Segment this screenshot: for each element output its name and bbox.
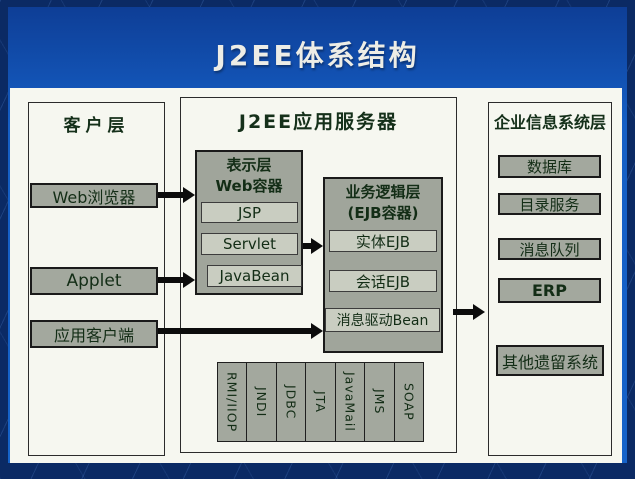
api-box-soap: SOAP bbox=[393, 362, 424, 442]
api-services-row: RMI/IIOP JNDI JDBC JTA JavaMail JMS SOAP bbox=[217, 362, 424, 442]
box-servlet: Servlet bbox=[201, 233, 298, 255]
web-container-title-line2: Web容器 bbox=[215, 177, 283, 195]
api-box-rmi-iiop: RMI/IIOP bbox=[217, 362, 248, 442]
box-applet: Applet bbox=[30, 267, 158, 295]
box-erp: ERP bbox=[498, 278, 601, 303]
box-web-browser: Web浏览器 bbox=[30, 183, 158, 208]
ejb-container-title-line2: (EJB容器) bbox=[347, 204, 419, 222]
api-box-jms: JMS bbox=[364, 362, 395, 442]
box-directory-service: 目录服务 bbox=[498, 193, 601, 215]
slide-title: J2EE体系结构 bbox=[215, 39, 420, 72]
box-javabean: JavaBean bbox=[207, 265, 302, 287]
box-message-queue: 消息队列 bbox=[498, 238, 601, 260]
api-box-jta: JTA bbox=[305, 362, 336, 442]
arrow-appclient-to-mdb bbox=[158, 323, 323, 339]
box-app-client: 应用客户端 bbox=[30, 320, 158, 348]
arrow-webcontainer-to-ejb bbox=[303, 238, 323, 254]
arrow-webbrowser-to-webcontainer bbox=[158, 187, 195, 203]
server-layer-header: J2EE应用服务器 bbox=[238, 111, 399, 133]
box-entity-ejb: 实体EJB bbox=[329, 230, 437, 252]
api-box-jndi: JNDI bbox=[246, 362, 277, 442]
api-box-jdbc: JDBC bbox=[275, 362, 307, 442]
ejb-container-title: 业务逻辑层 (EJB容器) bbox=[325, 179, 441, 224]
arrow-applet-to-webcontainer bbox=[158, 272, 195, 288]
box-jsp: JSP bbox=[201, 202, 298, 223]
box-legacy-systems: 其他遗留系统 bbox=[496, 345, 604, 376]
arrow-server-to-eis bbox=[453, 304, 485, 320]
box-message-driven-bean: 消息驱动Bean bbox=[325, 308, 440, 332]
client-layer-header: 客户层 bbox=[63, 116, 130, 136]
eis-layer-header: 企业信息系统层 bbox=[493, 113, 606, 132]
box-database: 数据库 bbox=[498, 155, 601, 178]
web-container-title-line1: 表示层 bbox=[226, 156, 272, 174]
ejb-container-title-line1: 业务逻辑层 bbox=[345, 183, 421, 201]
web-container-title: 表示层 Web容器 bbox=[197, 152, 301, 197]
box-session-ejb: 会话EJB bbox=[329, 270, 437, 292]
api-box-javamail: JavaMail bbox=[334, 362, 366, 442]
